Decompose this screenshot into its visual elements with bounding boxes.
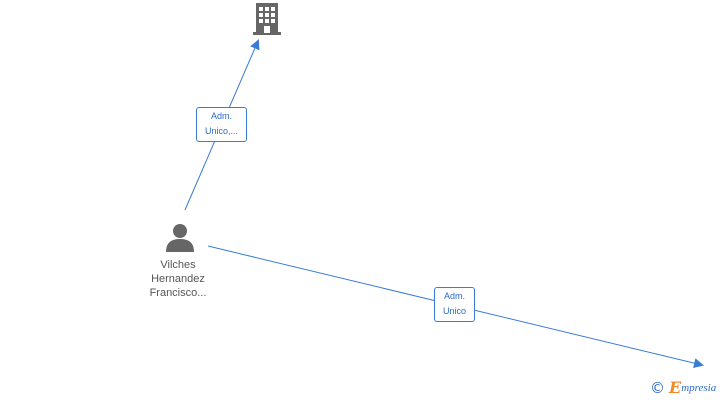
edge-label-company-line-1: Adm. [210, 111, 232, 121]
building-icon [253, 3, 281, 35]
person-name-line-2: Hernandez [151, 273, 205, 285]
edge-label-company-line-2: Unico,... [204, 126, 238, 136]
edge-label-offcanvas[interactable]: Adm. Unico [434, 287, 475, 322]
brand-initial: E [669, 378, 682, 397]
edge-label-offcanvas-line-1: Adm. [443, 291, 465, 301]
brand-logo[interactable]: © E mpresia [650, 378, 717, 398]
edge-label-offcanvas-line-2: Unico [442, 306, 466, 316]
company-node[interactable] [250, 2, 284, 36]
brand-name: mpresia [681, 382, 717, 394]
person-icon [166, 224, 194, 252]
person-name-line-3: Francisco... [149, 287, 207, 299]
edge-label-company[interactable]: Adm. Unico,... [196, 107, 247, 142]
person-name[interactable]: Vilches Hernandez Francisco... [132, 258, 224, 300]
copyright-icon: © [650, 379, 665, 397]
person-name-line-1: Vilches [160, 259, 196, 271]
person-node[interactable] [164, 222, 196, 254]
